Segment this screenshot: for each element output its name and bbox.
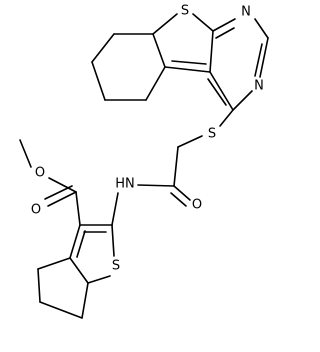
atom-label-oxygen: O bbox=[35, 166, 45, 181]
atom-label-sulfur: S bbox=[181, 4, 189, 19]
bond bbox=[91, 61, 106, 101]
bond bbox=[75, 191, 81, 226]
atom-label-oxygen: O bbox=[31, 203, 41, 218]
bond bbox=[219, 109, 234, 127]
bond bbox=[209, 71, 234, 111]
bond bbox=[111, 192, 119, 226]
atom-label-amine: HN bbox=[115, 177, 135, 192]
bond bbox=[47, 191, 77, 207]
bond bbox=[152, 33, 166, 68]
bond bbox=[209, 30, 214, 73]
atom-label-sulfur: S bbox=[208, 127, 216, 142]
bond bbox=[192, 13, 214, 32]
bond bbox=[69, 224, 81, 259]
bond bbox=[48, 177, 77, 193]
bond bbox=[212, 18, 236, 32]
bond bbox=[259, 37, 269, 78]
bond bbox=[173, 185, 191, 201]
bond bbox=[164, 66, 211, 73]
bond bbox=[111, 224, 115, 257]
bond bbox=[37, 268, 41, 303]
bond bbox=[207, 78, 227, 106]
bonds bbox=[19, 13, 269, 319]
bond bbox=[37, 257, 71, 270]
bond bbox=[44, 185, 73, 200]
bond bbox=[87, 275, 111, 284]
bond bbox=[171, 60, 207, 65]
bond bbox=[173, 146, 179, 187]
bond bbox=[76, 230, 86, 258]
atom-labels: S N N S HN O S O O bbox=[31, 4, 264, 274]
bond bbox=[69, 257, 89, 284]
atom-label-nitrogen: N bbox=[241, 5, 251, 20]
bond bbox=[152, 13, 178, 35]
bond bbox=[137, 184, 175, 187]
atom-label-nitrogen: N bbox=[254, 79, 264, 94]
bond bbox=[177, 135, 203, 148]
bond bbox=[254, 43, 263, 77]
atom-label-sulfur: S bbox=[112, 259, 120, 274]
atom-label-oxygen: O bbox=[192, 198, 202, 213]
bond bbox=[91, 33, 115, 63]
bond bbox=[254, 18, 269, 39]
bond bbox=[170, 192, 187, 207]
bond bbox=[39, 301, 83, 319]
bond bbox=[81, 282, 89, 319]
bond bbox=[215, 27, 235, 39]
bond bbox=[19, 139, 32, 168]
bond bbox=[145, 66, 166, 101]
chemical-structure-diagram: S N N S HN O S O O bbox=[19, 4, 269, 319]
bond bbox=[232, 90, 253, 111]
